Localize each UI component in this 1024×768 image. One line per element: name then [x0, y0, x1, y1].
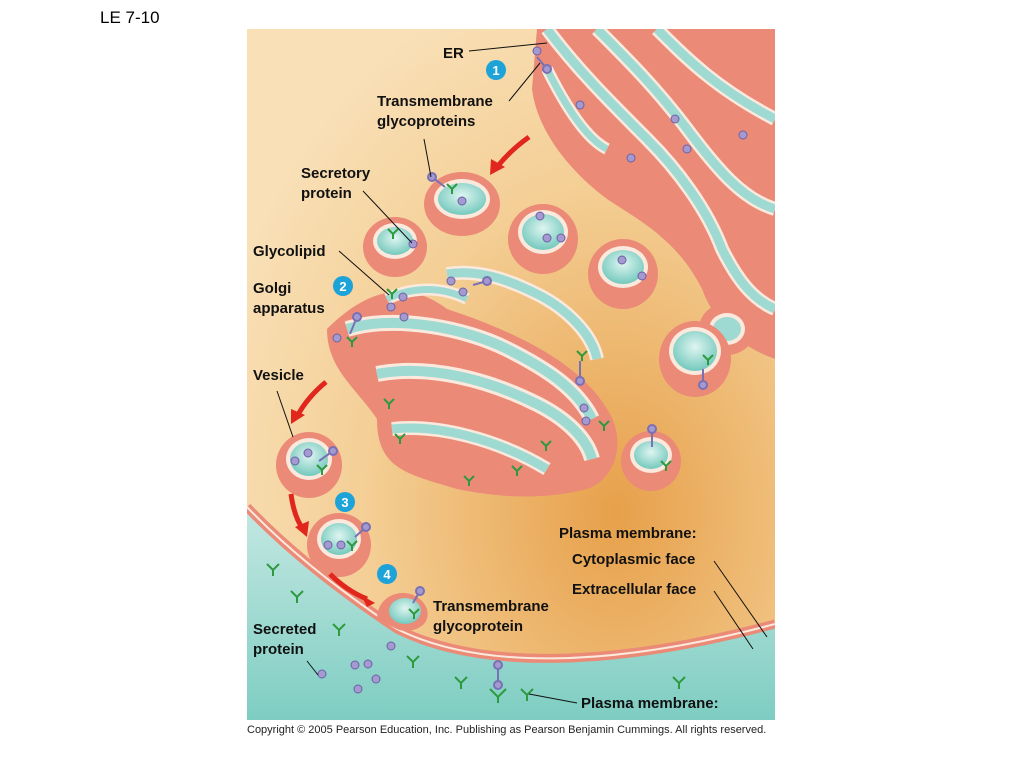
label-golgi-apparatus-2: apparatus [253, 300, 325, 317]
label-transmembrane-glycoprotein-1: Transmembrane [433, 598, 549, 615]
leader-lines [276, 42, 768, 704]
extracellular-region [247, 507, 775, 720]
diagram-labels: ER Transmembrane glycoproteins Secretory… [253, 45, 719, 712]
label-transmembrane-glycoprotein-2: glycoprotein [433, 618, 523, 635]
label-secreted-protein-2: protein [253, 641, 304, 658]
label-transmembrane-glycoproteins-1: Transmembrane [377, 93, 493, 110]
step-badge-2 [333, 276, 353, 296]
label-secretory-protein-2: protein [301, 185, 352, 202]
step-badge-1 [486, 60, 506, 80]
transmembrane-glycoproteins [318, 56, 708, 690]
step-1-number: 1 [492, 63, 499, 78]
label-secretory-protein-1: Secretory [301, 165, 371, 182]
label-transmembrane-glycoproteins-2: glycoproteins [377, 113, 475, 130]
carbohydrates [266, 183, 714, 703]
step-badges: 1 2 3 4 [333, 60, 506, 584]
step-badge-3 [335, 492, 355, 512]
step-4-number: 4 [383, 567, 391, 582]
red-arrowheads [291, 159, 505, 607]
er-network [532, 29, 775, 359]
label-cytoplasmic-face: Cytoplasmic face [572, 551, 695, 568]
step-badge-4 [377, 564, 397, 584]
secretion-diagram: 1 2 3 4 ER Transmembrane glycoproteins S… [247, 29, 775, 720]
label-glycolipid: Glycolipid [253, 243, 326, 260]
label-extracellular-face: Extracellular face [572, 581, 696, 598]
label-vesicle: Vesicle [253, 367, 304, 384]
step-2-number: 2 [339, 279, 346, 294]
slide-title: LE 7-10 [100, 8, 160, 27]
proteins [290, 46, 748, 694]
diagram-canvas: 1 2 3 4 ER Transmembrane glycoproteins S… [247, 29, 775, 720]
label-er: ER [443, 45, 464, 62]
label-plasma-membrane-top: Plasma membrane: [559, 525, 697, 542]
step-3-number: 3 [341, 495, 348, 510]
copyright-notice: Copyright © 2005 Pearson Education, Inc.… [247, 724, 767, 736]
label-golgi-apparatus-1: Golgi [253, 280, 291, 297]
label-plasma-membrane-bottom: Plasma membrane: [581, 695, 719, 712]
label-secreted-protein-1: Secreted [253, 621, 316, 638]
transport-vesicles [363, 172, 731, 397]
